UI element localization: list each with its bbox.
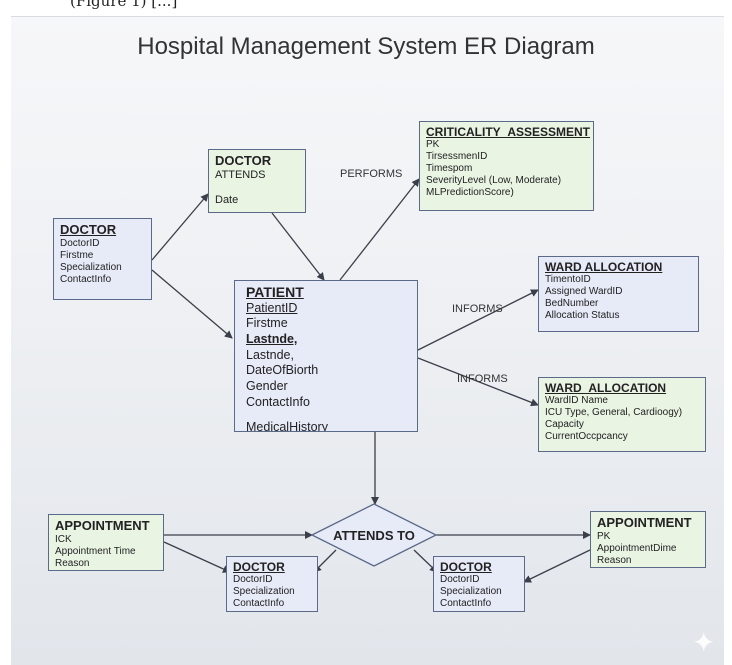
- entity-field: ICK: [55, 533, 72, 545]
- edge-appointment-to-doctor1: [163, 541, 231, 573]
- entity-field: DoctorID: [440, 574, 480, 586]
- entity-title: DOCTOR: [440, 560, 492, 574]
- entity-field: AppointmentDime: [597, 542, 677, 554]
- entity-field: Specialization: [233, 586, 295, 598]
- entity-field: ContactInfo: [233, 598, 285, 610]
- entity-title: DOCTOR: [215, 153, 272, 168]
- entity-title: DOCTOR: [60, 222, 117, 237]
- edge-label-informs-1: INFORMS: [452, 303, 503, 315]
- entity-field: Firstme: [246, 316, 288, 331]
- entity-field: Lastnde,: [246, 332, 298, 347]
- entity-field: [246, 410, 406, 420]
- entity-field: Reason: [597, 554, 632, 566]
- edge-patient-informs-ward2: [417, 357, 539, 407]
- entity-field: Reason: [55, 557, 90, 569]
- entity-field: MedicalHistory: [246, 420, 328, 432]
- entity-field: CurrentOccpcancy: [545, 431, 628, 443]
- edge-patient-performs-criticality: [339, 178, 420, 281]
- entity-field: PK: [597, 530, 611, 542]
- entity-field: Specialization: [60, 261, 122, 273]
- entity-field: Appointment Time: [55, 545, 136, 557]
- entity-field: Firstme: [60, 249, 94, 261]
- entity-field: TirsessmenID: [426, 151, 488, 163]
- entity-field: Allocation Status: [545, 310, 620, 322]
- entity-ward-allocation-2: WARD_ALLOCATION WardID Name ICU Type, Ge…: [538, 377, 706, 452]
- entity-ward-allocation-1: WARD ALLOCATION TimentoID Assigned WardI…: [538, 256, 699, 332]
- entity-field: Specialization: [440, 586, 502, 598]
- entity-field: BedNumber: [545, 298, 599, 310]
- entity-field: DateOfBiorth: [246, 363, 319, 378]
- entity-field: ATTENDS: [215, 168, 266, 181]
- entity-field: ICU Type, General, Cardioogy): [545, 407, 683, 419]
- entity-field: Date: [215, 193, 239, 206]
- entity-doctor-bottom-2: DOCTOR DoctorID Specialization ContactIn…: [433, 556, 525, 612]
- entity-appointment-right: APPOINTMENT PK AppointmentDime Reason: [590, 511, 706, 568]
- edge-attends-to-patient: [271, 212, 325, 281]
- entity-patient: PATIENT PatientID Firstme Lastnde, Lastn…: [234, 280, 418, 432]
- diagram-title: Hospital Management System ER Diagram: [137, 33, 595, 60]
- entity-title: WARD ALLOCATION: [545, 260, 663, 274]
- edge-doctor-to-attends: [151, 193, 209, 261]
- entity-field: Assigned WardID: [545, 286, 623, 298]
- entity-field: [215, 182, 299, 194]
- entity-field: DoctorID: [60, 237, 100, 249]
- entity-field: TimentoID: [545, 274, 591, 286]
- relationship-label: ATTENDS TO: [333, 528, 415, 543]
- entity-field: ContactInfo: [60, 273, 112, 285]
- relationship-attends-to: [310, 503, 438, 567]
- entity-title: APPOINTMENT: [55, 518, 150, 533]
- caption-strip: (Figure 1) [...]: [0, 0, 732, 18]
- entity-title: DOCTOR: [233, 560, 285, 574]
- entity-doctor-bottom-1: DOCTOR DoctorID Specialization ContactIn…: [226, 556, 318, 612]
- entity-doctor-left: DOCTOR DoctorID Firstme Specialization C…: [53, 218, 152, 300]
- entity-doctor-attends: DOCTOR ATTENDS Date: [208, 149, 306, 213]
- entity-title: CRITICALITY_ASSESSMENT: [426, 125, 591, 139]
- edge-label-performs: PERFORMS: [340, 168, 403, 180]
- sparkle-icon: ✦: [692, 626, 716, 659]
- entity-field: ContactInfo: [246, 394, 310, 409]
- entity-field: Gender: [246, 378, 288, 393]
- entity-field: Timespom: [426, 163, 473, 175]
- entity-field: PatientID: [246, 300, 298, 315]
- entity-field: WardID Name: [545, 395, 608, 407]
- entity-title: WARD_ALLOCATION: [545, 381, 667, 395]
- edge-label-informs-2: INFORMS: [457, 373, 508, 385]
- entity-title: APPOINTMENT: [597, 515, 692, 530]
- caption-fragment: (Figure 1) [...]: [70, 0, 178, 10]
- edge-patient-informs-ward1: [409, 289, 539, 357]
- entity-field: PK: [426, 139, 440, 151]
- edge-doctor-to-patient: [151, 269, 233, 339]
- entity-field: SeverityLevel (Low, Moderate): [426, 175, 562, 187]
- entity-field: Capacity: [545, 419, 584, 431]
- entity-criticality-assessment: CRITICALITY_ASSESSMENT PK TirsessmenID T…: [419, 121, 594, 211]
- entity-title: PATIENT: [246, 284, 304, 300]
- entity-appointment-left: APPOINTMENT ICK Appointment Time Reason: [48, 514, 164, 571]
- entity-field: ContactInfo: [440, 598, 492, 610]
- entity-field: MLPredictionScore): [426, 187, 514, 199]
- edge-appointment-to-doctor2: [523, 549, 591, 583]
- entity-field: Lastnde,: [246, 347, 294, 362]
- entity-field: DoctorID: [233, 574, 273, 586]
